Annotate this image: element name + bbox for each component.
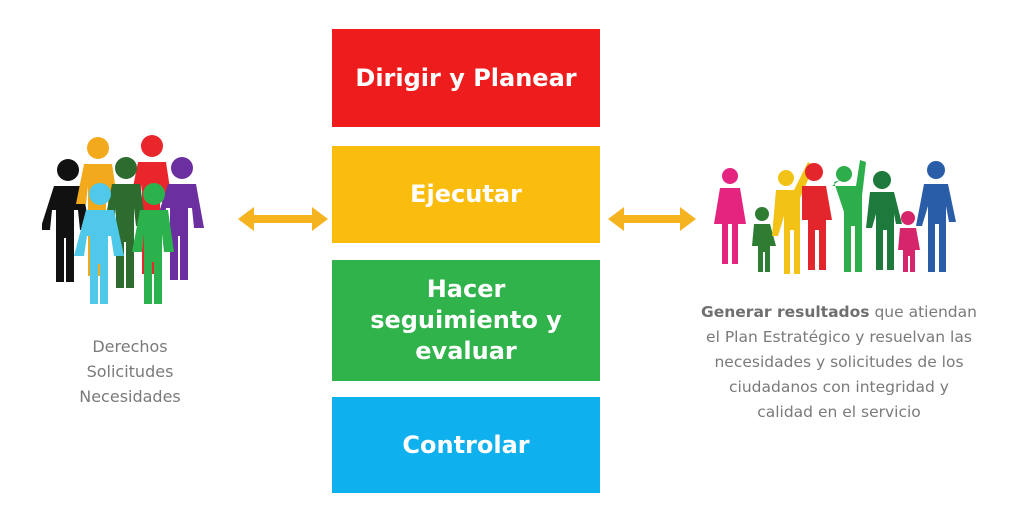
- step-label: Ejecutar: [410, 180, 522, 208]
- step-label: Controlar: [402, 430, 530, 459]
- results-bold: Generar resultados: [701, 303, 870, 321]
- needs-line: Derechos: [92, 337, 168, 356]
- results-line: el Plan Estratégico y resuelvan las: [706, 328, 972, 346]
- step-box-dirigir: Dirigir y Planear: [332, 29, 600, 127]
- results-line: necesidades y solicitudes de los: [714, 353, 964, 371]
- results-line: calidad en el servicio: [757, 403, 921, 421]
- step-label-line: seguimiento y: [370, 306, 562, 334]
- step-label-line: Hacer: [426, 275, 506, 303]
- step-label: Dirigir y Planear: [355, 63, 577, 92]
- celebrating-people-icon: [714, 160, 956, 274]
- step-box-seguimiento: Hacer seguimiento y evaluar: [332, 260, 600, 381]
- needs-line: Necesidades: [79, 387, 181, 406]
- step-box-controlar: Controlar: [332, 397, 600, 493]
- double-arrow-icon: [608, 207, 696, 231]
- citizen-needs-text: Derechos Solicitudes Necesidades: [40, 334, 220, 409]
- results-description: Generar resultados que atiendan el Plan …: [684, 300, 994, 425]
- results-line: que atiendan: [869, 303, 977, 321]
- people-group-icon: [42, 135, 204, 304]
- results-line: ciudadanos con integridad y: [729, 378, 949, 396]
- step-label-line: evaluar: [415, 337, 517, 365]
- needs-line: Solicitudes: [86, 362, 174, 381]
- step-box-ejecutar: Ejecutar: [332, 146, 600, 243]
- double-arrow-icon: [238, 207, 328, 231]
